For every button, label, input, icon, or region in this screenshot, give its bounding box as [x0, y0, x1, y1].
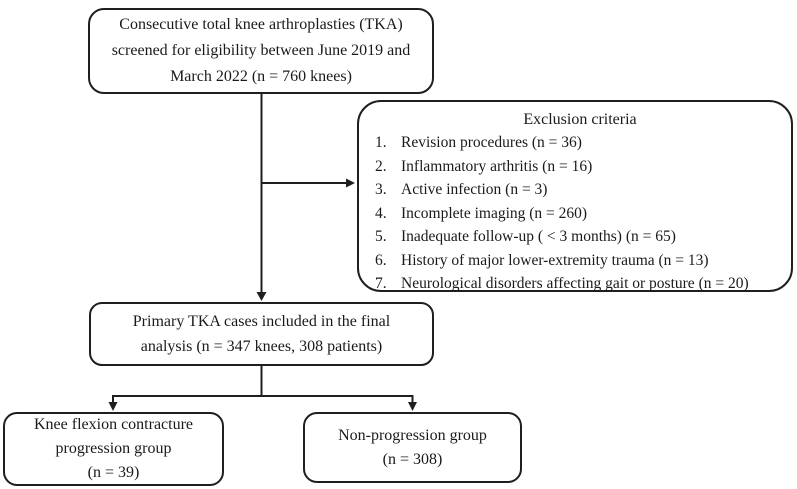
non-progression-box-line: Non-progression group	[338, 426, 487, 444]
non-progression-box-line: (n = 308)	[382, 450, 443, 468]
exclusion-title: Exclusion criteria	[523, 111, 637, 128]
screened-box-line: March 2022 (n = 760 knees)	[170, 68, 352, 85]
exclusion-item-label: Incomplete imaging (n = 260)	[401, 204, 588, 222]
screened-box-line: screened for eligibility between June 20…	[111, 42, 411, 59]
exclusion-item-number: 4.	[375, 204, 387, 222]
exclusion-item: 1. Revision procedures (n = 36)	[375, 131, 785, 155]
screened-box-line: Consecutive total knee arthroplasties (T…	[119, 16, 403, 33]
exclusion-item-label: Active infection (n = 3)	[401, 181, 548, 198]
included-box-line: Primary TKA cases included in the final	[132, 313, 391, 330]
exclusion-item: 3. Active infection (n = 3)	[375, 178, 785, 202]
exclusion-item-number: 2.	[375, 157, 387, 175]
exclusion-item: 6. History of major lower-extremity trau…	[375, 249, 785, 273]
exclusion-item-label: Neurological disorders affecting gait or…	[401, 275, 749, 292]
progression-box-line: progression group	[55, 440, 172, 457]
exclusion-item: 2. Inflammatory arthritis (n = 16)	[375, 155, 785, 179]
exclusion-item-number: 5.	[375, 228, 387, 245]
exclusion-item-number: 7.	[375, 275, 387, 292]
exclusion-item: 4. Incomplete imaging (n = 260)	[375, 202, 785, 226]
included-box-line: analysis (n = 347 knees, 308 patients)	[140, 338, 383, 355]
exclusion-criteria-box: Exclusion criteria 1. Revision procedure…	[357, 100, 793, 292]
exclusion-item: 7. Neurological disorders affecting gait…	[375, 272, 785, 296]
exclusion-item-label: Revision procedures (n = 36)	[401, 134, 582, 151]
arrowhead-down-progression	[108, 402, 118, 411]
included-box: Primary TKA cases included in the final …	[89, 302, 434, 366]
arrowhead-down-included	[256, 292, 267, 301]
progression-box-line: Knee flexion contracture	[33, 416, 194, 433]
screened-box: Consecutive total knee arthroplasties (T…	[88, 8, 434, 94]
non-progression-group-box: Non-progression group (n = 308)	[303, 412, 522, 483]
exclusion-item-label: Inflammatory arthritis (n = 16)	[401, 157, 593, 175]
exclusion-item-number: 6.	[375, 251, 387, 269]
exclusion-item: 5. Inadequate follow-up ( < 3 months) (n…	[375, 225, 785, 249]
progression-box-line: (n = 39)	[87, 464, 140, 481]
progression-group-box: Knee flexion contracture progression gro…	[3, 412, 224, 486]
exclusion-item-label: History of major lower-extremity trauma …	[401, 251, 709, 269]
arrowhead-down-nonprogression	[408, 402, 417, 411]
arrowhead-right-exclusion	[346, 178, 355, 188]
exclusion-item-label: Inadequate follow-up ( < 3 months) (n = …	[401, 228, 676, 245]
exclusion-item-number: 3.	[375, 181, 387, 198]
exclusion-item-number: 1.	[375, 134, 387, 151]
